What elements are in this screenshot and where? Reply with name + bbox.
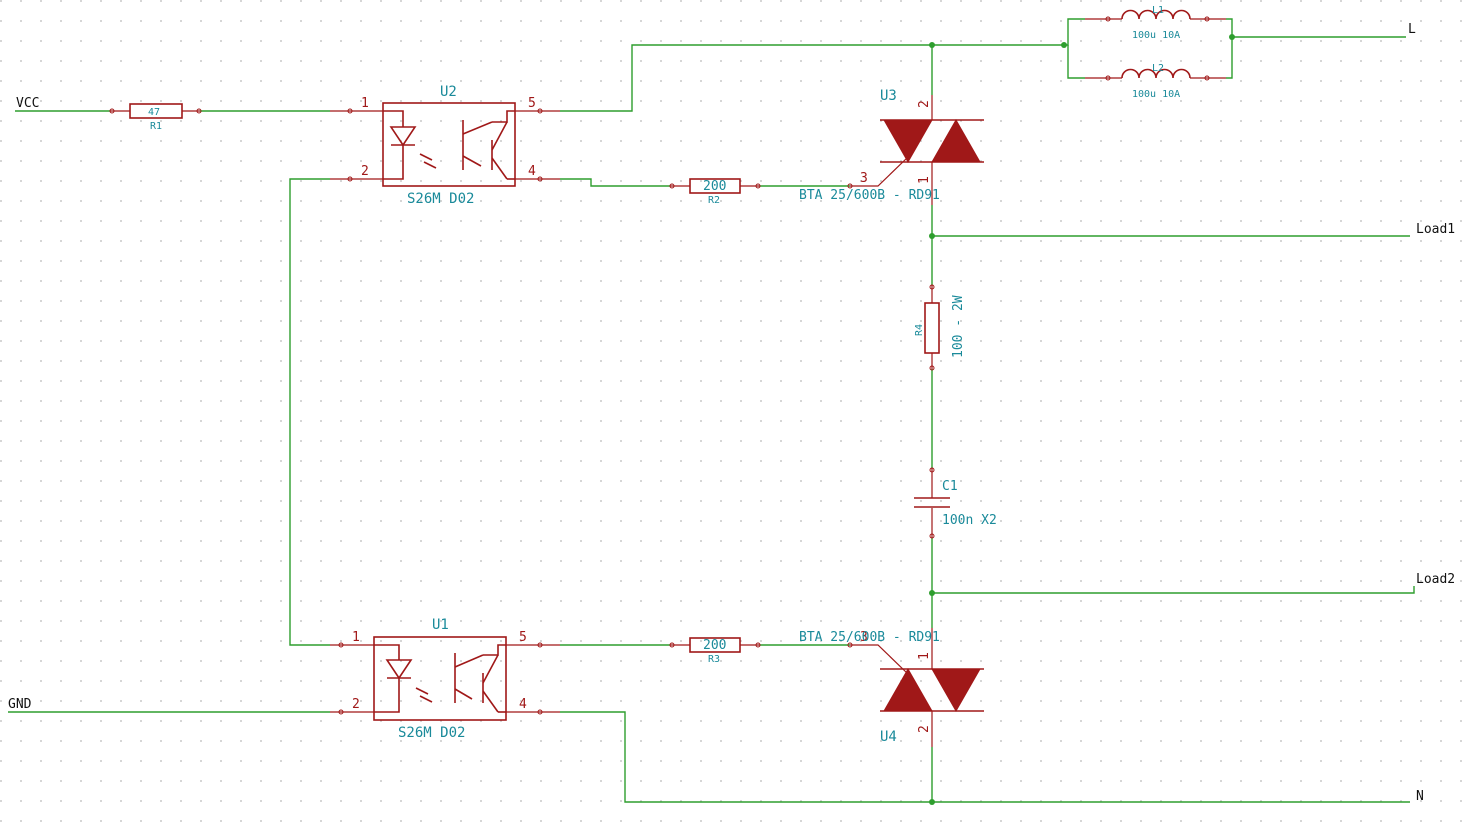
net-label-line: L	[1408, 22, 1416, 37]
triac-u3-left-triangle	[883, 119, 933, 164]
l1-value: 100u 10A	[1132, 30, 1180, 41]
c1-value: 100n X2	[942, 513, 997, 528]
wire-u1p4-n	[560, 711, 1410, 803]
u1-value: S26M D02	[398, 725, 465, 741]
wire-u2p4-r2	[560, 178, 670, 187]
wire-load2-net	[932, 586, 1415, 594]
net-label-neutral: N	[1416, 789, 1424, 804]
wire-u2p2-u1p1	[289, 178, 330, 646]
junctions	[929, 34, 1235, 805]
resistor-r2[interactable]: 200 R2	[669, 178, 761, 206]
junction-dot	[1061, 42, 1067, 48]
u4-ref: U4	[880, 729, 897, 745]
r2-ref: R2	[708, 195, 720, 206]
u4-pin3: 3	[860, 630, 868, 645]
l2-value: 100u 10A	[1132, 89, 1180, 100]
u3-value: BTA 25/600B - RD91	[799, 188, 940, 203]
wire-ind-left2	[1067, 45, 1085, 79]
c1-ref: C1	[942, 479, 958, 494]
optocoupler-u1[interactable]: 1 2 5 4 U1 S26M D02	[330, 617, 560, 741]
triac-u3-right-triangle	[931, 118, 981, 163]
u1-pin4: 4	[519, 697, 527, 712]
u3-pin1: 1	[917, 176, 932, 184]
junction-dot	[929, 233, 935, 239]
r4-ref: R4	[914, 324, 925, 336]
u1-ref: U1	[432, 617, 449, 633]
u2-value: S26M D02	[407, 191, 474, 207]
triac-u4-left-triangle	[883, 667, 933, 712]
u1-pin1: 1	[352, 630, 360, 645]
wires	[8, 18, 1415, 803]
inductor-l1[interactable]: L1 100u 10A	[1085, 5, 1226, 41]
u3-ref: U3	[880, 88, 897, 104]
l2-ref: L2	[1152, 63, 1164, 74]
r3-ref: R3	[708, 654, 720, 665]
wire-u2p5-line	[560, 44, 1064, 112]
inductor-l2[interactable]: L2 100u 10A	[1085, 63, 1226, 100]
junction-dot	[1229, 34, 1235, 40]
u1-pin2: 2	[352, 697, 360, 712]
wire-ind-right	[1226, 18, 1233, 79]
u1-pin5: 5	[519, 630, 527, 645]
r4-value: 100 - 2W	[951, 295, 966, 358]
net-label-gnd: GND	[8, 697, 32, 712]
u2-pin5: 5	[528, 96, 536, 111]
junction-dot	[929, 42, 935, 48]
u2-pin1: 1	[361, 96, 369, 111]
triac-u4-right-triangle	[931, 668, 981, 713]
optocoupler-u2[interactable]: 1 2 5 4 U2 S26M D02	[330, 84, 560, 207]
u2-ref: U2	[440, 84, 457, 100]
net-label-load1: Load1	[1416, 222, 1455, 237]
triac-u4[interactable]: 1 2 3 U4 BTA 25/600B - RD91	[799, 628, 984, 747]
r1-value: 47	[148, 107, 160, 118]
u2-pin2: 2	[361, 164, 369, 179]
u4-value: BTA 25/600B - RD91	[799, 630, 940, 645]
u2-pin4: 4	[528, 164, 536, 179]
capacitor-c1[interactable]: C1 100n X2	[914, 467, 997, 539]
junction-dot	[929, 799, 935, 805]
junction-dot	[929, 590, 935, 596]
u3-pin3: 3	[860, 171, 868, 186]
u3-pin2: 2	[917, 100, 932, 108]
resistor-r3[interactable]: 200 R3	[669, 637, 761, 665]
triac-u3[interactable]: 2 1 3 U3 BTA 25/600B - RD91	[799, 88, 984, 205]
r3-value: 200	[703, 638, 726, 653]
net-label-vcc: VCC	[16, 96, 39, 111]
l1-ref: L1	[1152, 5, 1164, 16]
u4-pin2: 2	[917, 725, 932, 733]
r1-ref: R1	[150, 121, 162, 132]
u4-pin1: 1	[917, 652, 932, 660]
net-label-load2: Load2	[1416, 572, 1455, 587]
r2-value: 200	[703, 179, 726, 194]
resistor-r4[interactable]: R4 100 - 2W	[914, 284, 966, 371]
resistor-r1[interactable]: 47 R1	[109, 103, 202, 132]
